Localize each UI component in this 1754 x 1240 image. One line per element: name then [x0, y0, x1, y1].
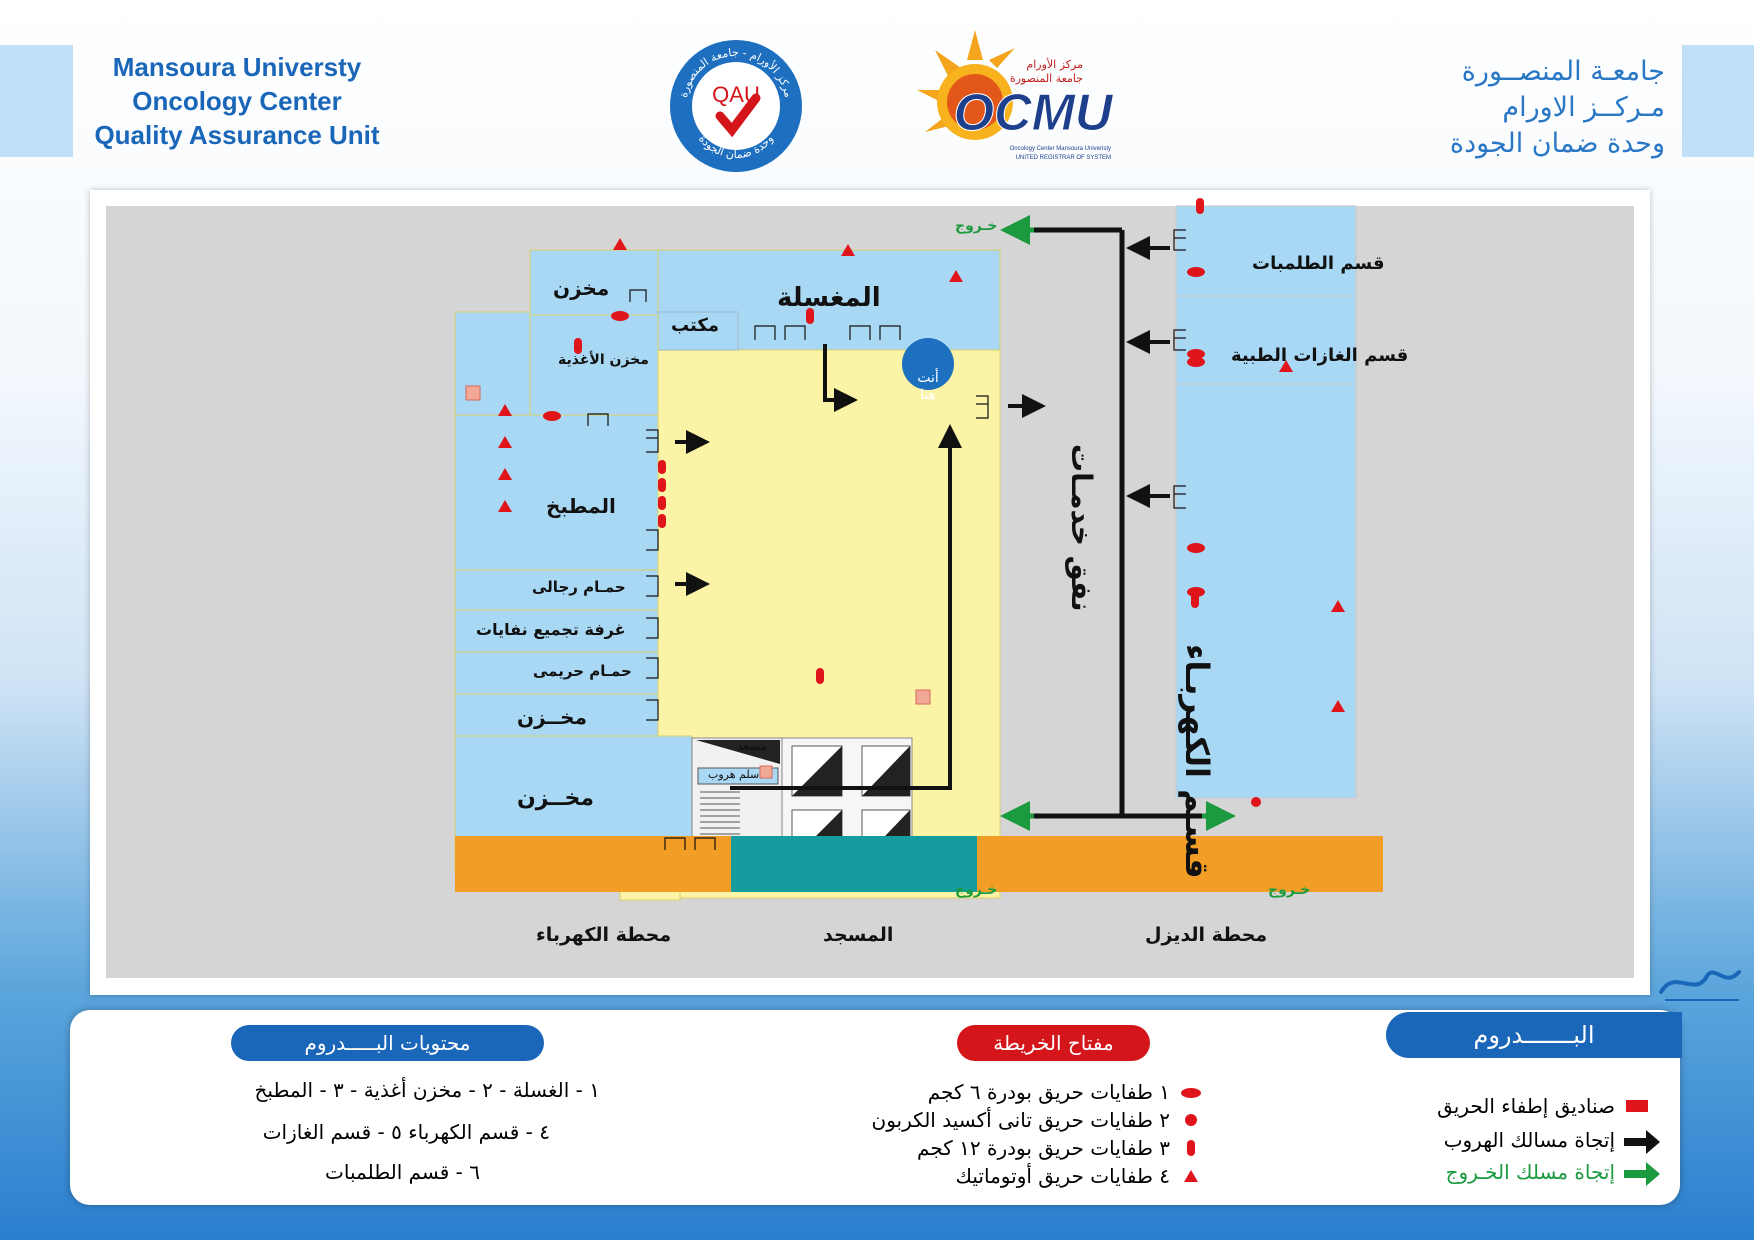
label-food-store: مخزن الأغذية	[558, 352, 649, 368]
header-ar-line3: وحدة ضمان الجودة	[1449, 128, 1665, 159]
ocmu-ar-1: مركز الأورام	[1026, 57, 1083, 71]
ocmu-en-1: Oncology Center Mansoura Univeristy	[1010, 146, 1111, 152]
room-pumps	[1175, 205, 1357, 297]
floor-plan	[106, 198, 1634, 978]
header-en: Mansoura Universty Oncology Center Quali…	[82, 50, 392, 152]
label-escape-stair: سلم هروب	[708, 768, 760, 781]
room-kitchen	[454, 414, 659, 571]
escape-stair-label-bg	[697, 767, 779, 785]
header-en-line1: Mansoura Universty	[112, 52, 362, 82]
stair-elevator-triangle	[696, 740, 780, 764]
room-womens-bath	[454, 651, 659, 695]
label-store-mid: مخــزن	[517, 705, 587, 729]
label-tunnel: نفق خدمـات	[1065, 444, 1098, 612]
floor-title: البـــــــدروم	[1386, 1012, 1682, 1058]
fire-box-icon	[1626, 1100, 1648, 1112]
key-oval-icon	[1181, 1088, 1201, 1098]
signature	[1659, 970, 1741, 1001]
ocmu-logo: OCMU مركز الأورام جامعة المنصورة Oncolog…	[917, 30, 1114, 161]
header-ar: جامعـة المنصــورة مـركــز الاورام وحدة ض…	[1360, 54, 1665, 162]
key-1: ١ طفايات حريق بودرة ٦ كجم	[927, 1080, 1170, 1104]
escape-arrow-laundry	[823, 344, 858, 412]
label-medical-gases: قسم الغازات الطبية	[1231, 345, 1409, 366]
escape-arrow-main	[730, 424, 962, 790]
qau-logo-text: QAU	[712, 82, 760, 107]
label-laundry: المغسلة	[777, 283, 881, 313]
auto-extinguishers	[498, 238, 1345, 712]
exit-arrow-icon	[1624, 1162, 1660, 1186]
ocmu-ar-2: جامعة المنصورة	[1010, 72, 1083, 85]
key-title: مفتاح الخريطة	[957, 1025, 1150, 1061]
label-exit-top: خـروج	[955, 218, 998, 234]
key-triangle-icon	[1184, 1170, 1198, 1182]
left-band	[0, 45, 73, 157]
label-store-big: مخــزن	[517, 786, 594, 811]
label-womens-bath: حمـام حريمى	[533, 662, 632, 680]
label-kitchen: المطبخ	[546, 494, 616, 518]
sym-exit-label: إتجاة مسلك الخـروج	[1445, 1160, 1615, 1184]
key-3: ٣ طفايات حريق بودرة ١٢ كجم	[917, 1136, 1170, 1160]
key-2: ٢ طفايات حريق تانى أكسيد الكربون	[871, 1108, 1170, 1132]
you-are-here-label: أنت هنا	[917, 370, 939, 403]
contents-title: محتويات البـــــدروم	[231, 1025, 544, 1061]
room-waste	[454, 609, 659, 653]
key-symbols	[1181, 1088, 1201, 1182]
key-4: ٤ طفايات حريق أوتوماتيك	[955, 1164, 1170, 1188]
label-mens-bath: حمـام رجالى	[532, 578, 626, 596]
sym-escape-label: إتجاة مسالك الهروب	[1443, 1128, 1615, 1152]
co2-extinguishers	[1251, 797, 1261, 807]
contents-line1: ١ - الغسلة - ٢ - مخزن أغذية - ٣ - المطبخ	[254, 1078, 600, 1102]
sym-icons	[1624, 1100, 1660, 1186]
label-exit-bottom-right: خـروج	[1268, 882, 1311, 898]
right-band	[1682, 45, 1754, 157]
label-mosque: المسجد	[823, 924, 894, 946]
header-en-line3: Quality Assurance Unit	[94, 120, 380, 150]
powder-12kg-extinguishers	[574, 198, 1204, 684]
room-store-top	[529, 249, 659, 316]
label-diesel-station: محطة الديزل	[1145, 924, 1268, 946]
door-symbols	[587, 229, 1186, 850]
fire-hose-boxes	[465, 385, 931, 779]
mosque-block	[731, 836, 977, 892]
label-elevator: مصعد	[737, 740, 768, 753]
you-are-here-marker	[902, 338, 954, 390]
room-electricity	[1175, 383, 1357, 799]
label-pumps: قسم الطلمبات	[1252, 253, 1385, 274]
label-waste-room: غرفة تجميع نفايات	[476, 620, 626, 639]
label-electricity: قسـم الكهربـاء	[1178, 644, 1216, 879]
header-ar-line2: مـركــز الاورام	[1502, 92, 1665, 123]
ocmu-logo-text: OCMU	[954, 84, 1114, 142]
escape-arrow-icon	[1624, 1130, 1660, 1154]
powder-extinguishers	[543, 267, 1205, 597]
diesel-station-block	[977, 836, 1383, 892]
sym-boxes-label: صناديق إطفاء الحريق	[1437, 1094, 1615, 1118]
label-power-station: محطة الكهرباء	[536, 924, 672, 946]
power-station-block	[455, 836, 731, 892]
room-medical-gases	[1175, 295, 1357, 385]
contents-line2: ٤ - قسم الكهرباء ٥ - قسم الغازات	[262, 1120, 550, 1144]
header-en-line2: Oncology Center	[132, 86, 342, 116]
qau-logo: QAU مركز الأورام - جامعة المنصورة وحدة ض…	[670, 40, 802, 172]
header-ar-line1: جامعـة المنصــورة	[1461, 56, 1665, 87]
label-store-top: مخزن	[553, 276, 610, 300]
contents-line3: ٦ - قسم الطلمبات	[325, 1160, 480, 1184]
stair-steps	[700, 791, 740, 835]
label-exit-bottom-left: خـروج	[955, 882, 998, 898]
key-dot-icon	[1185, 1114, 1197, 1126]
label-office: مكتب	[671, 315, 720, 336]
room-office	[657, 311, 739, 351]
room-store-mid	[454, 693, 659, 737]
key-capsule-icon	[1187, 1140, 1195, 1156]
ocmu-en-2: UNITED REGISTRAR OF SYSTEM	[1016, 155, 1111, 161]
